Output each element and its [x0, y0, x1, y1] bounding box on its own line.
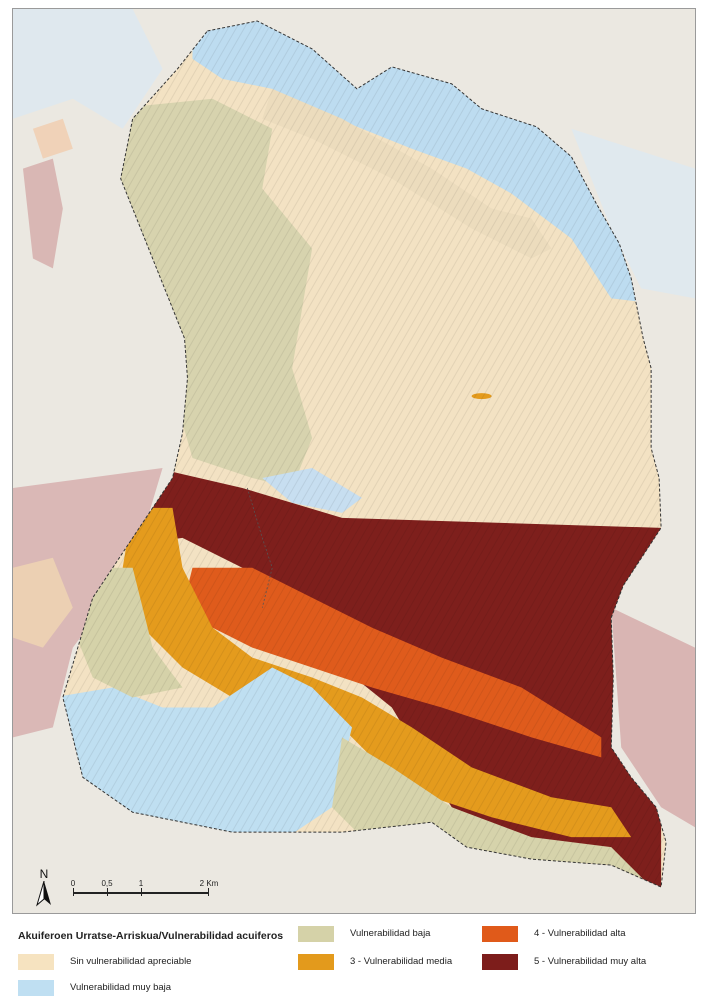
- north-arrow-icon: [36, 881, 51, 907]
- context-orange-patch-sw: [13, 557, 73, 648]
- scale-tick: [73, 888, 74, 896]
- study-area-boundary: [62, 20, 667, 888]
- legend-label: 5 - Vulnerabilidad muy alta: [534, 956, 647, 967]
- legend-label: 3 - Vulnerabilidad media: [350, 956, 453, 967]
- legend-title: Akuiferoen Urratse-Arriskua/Vulnerabilid…: [18, 930, 284, 942]
- legend-swatch: [482, 954, 518, 970]
- context-orange-patch: [32, 118, 73, 159]
- scale-tick: [141, 888, 142, 896]
- scale-tick: [208, 888, 209, 896]
- north-arrow: N: [33, 867, 55, 907]
- context-red-band-east: [611, 607, 695, 828]
- legend-label: 4 - Vulnerabilidad alta: [534, 928, 626, 939]
- legend-swatch: [298, 954, 334, 970]
- legend-label: Vulnerabilidad muy baja: [70, 982, 172, 993]
- scale-label-2km: 2 Km: [199, 879, 219, 888]
- legend-label: Sin vulnerabilidad apreciable: [70, 956, 192, 967]
- scale-bar: 0 0,5 1 2 Km: [70, 879, 223, 909]
- context-red-band-west: [13, 467, 163, 738]
- internal-boundary-line: [246, 487, 273, 608]
- legend-swatch: [18, 980, 54, 996]
- context-blue-patch-east: [571, 128, 695, 299]
- north-arrow-label: N: [39, 867, 49, 881]
- legend-swatch: [18, 954, 54, 970]
- scale-label-half: 0,5: [101, 879, 113, 888]
- context-blue-patch: [13, 9, 163, 129]
- scale-tick: [107, 888, 108, 896]
- legend-swatch: [298, 926, 334, 942]
- context-red-patch-nw: [22, 158, 63, 269]
- scale-label-0: 0: [70, 879, 76, 888]
- legend-label: Vulnerabilidad baja: [350, 928, 431, 939]
- vulnerability-map: [13, 9, 695, 913]
- map-legend: Akuiferoen Urratse-Arriskua/Vulnerabilid…: [12, 916, 696, 996]
- legend-swatch: [482, 926, 518, 942]
- map-panel[interactable]: N 0 0,5 1 2 Km: [12, 8, 696, 914]
- scale-label-1: 1: [138, 879, 144, 888]
